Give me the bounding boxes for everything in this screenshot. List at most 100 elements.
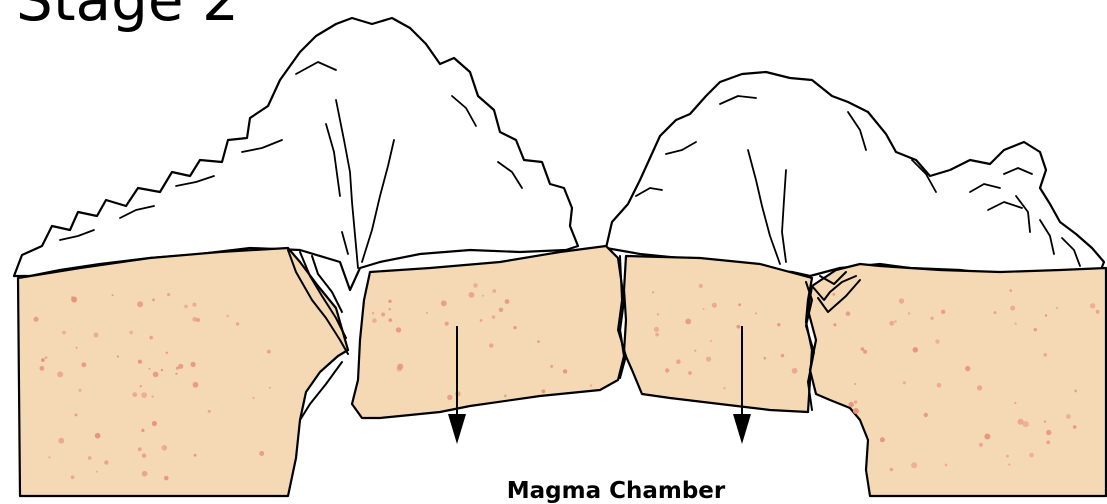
rock-speckle — [142, 454, 146, 458]
rock-speckle — [590, 384, 593, 387]
rock-speckle — [167, 293, 170, 296]
rock-speckle — [654, 327, 659, 332]
rock-speckle — [1015, 323, 1017, 325]
rock-speckle — [1014, 402, 1016, 404]
rock-speckle — [71, 296, 73, 298]
rock-speckle — [657, 313, 659, 315]
rock-speckle — [945, 464, 948, 467]
rock-speckle — [652, 291, 654, 293]
rock-speckle — [755, 312, 757, 314]
rock-speckle — [832, 293, 835, 296]
rock-speckle — [505, 299, 510, 304]
rock-speckle — [688, 371, 692, 375]
rock-speckle — [863, 350, 867, 354]
rock-speckle — [941, 310, 945, 314]
rock-speckle — [899, 298, 904, 303]
rock-speckle — [1046, 430, 1051, 435]
rock-speckle — [849, 402, 854, 407]
rock-speckle — [48, 456, 50, 458]
rock-speckle — [71, 475, 75, 479]
rock-speckle — [62, 331, 66, 335]
rock-speckle — [149, 336, 153, 340]
rock-speckle — [267, 350, 271, 354]
rock-speckle — [1090, 303, 1095, 308]
rock-speckle — [994, 311, 997, 314]
rock-speckle — [854, 400, 857, 403]
rock-speckle — [764, 357, 767, 360]
rock-speckle — [924, 413, 928, 417]
rock-speckle — [153, 372, 159, 378]
rock-speckle — [977, 385, 982, 390]
rock-speckle — [861, 347, 865, 351]
rock-speckle — [513, 326, 516, 329]
rock-speckle — [58, 438, 64, 444]
rock-speckle — [550, 365, 553, 368]
rock-speckle — [846, 311, 851, 316]
rock-speckle — [226, 315, 229, 318]
rock-speckle — [694, 350, 696, 352]
rock-speckle — [96, 471, 98, 473]
rock-speckle — [1043, 353, 1047, 357]
rock-speckle — [129, 331, 133, 335]
crust-block-center-right — [624, 256, 812, 412]
rock-speckle — [712, 303, 717, 308]
stage-title: Stage 2 — [16, 0, 239, 34]
rock-speckle — [1056, 307, 1058, 309]
rock-speckle — [710, 340, 712, 342]
rock-speckle — [372, 312, 374, 314]
rock-speckle — [151, 395, 153, 397]
rock-speckle — [372, 318, 377, 323]
rock-speckle — [911, 462, 917, 468]
rock-speckle — [854, 383, 856, 385]
eruption-cloud-left — [14, 18, 578, 290]
rock-speckle — [152, 298, 155, 301]
rock-speckle — [781, 354, 784, 357]
rock-speckle — [1066, 414, 1071, 419]
rock-speckle — [76, 347, 78, 349]
rock-speckle — [1096, 310, 1100, 314]
rock-speckle — [537, 340, 540, 343]
rock-speckle — [480, 319, 483, 322]
rock-speckle — [381, 313, 385, 317]
rock-speckle — [665, 368, 669, 372]
rock-speckle — [706, 357, 711, 362]
rock-speckle — [192, 317, 197, 322]
rock-speckle — [676, 359, 681, 364]
rock-speckle — [137, 301, 143, 307]
rock-speckle — [138, 447, 142, 451]
rock-speckle — [504, 394, 507, 397]
rock-speckle — [889, 321, 894, 326]
rock-speckle — [655, 333, 659, 337]
eruption-cloud-right — [606, 72, 1104, 276]
rock-speckle — [117, 355, 119, 357]
rock-speckle — [178, 364, 183, 369]
crust-block-center-left — [352, 246, 624, 418]
rock-speckle — [482, 295, 484, 297]
rock-speckle — [88, 456, 92, 460]
rock-speckle — [880, 437, 885, 442]
rock-speckle — [40, 366, 45, 371]
rock-speckle — [1010, 306, 1015, 311]
rock-speckle — [81, 362, 86, 367]
rock-speckle — [1034, 328, 1037, 331]
rock-speckle — [699, 284, 703, 288]
rock-speckle — [492, 315, 495, 318]
rock-speckle — [41, 358, 45, 362]
rock-speckle — [166, 352, 168, 354]
rock-speckle — [388, 318, 392, 322]
rock-speckle — [833, 323, 836, 326]
rock-speckle — [138, 360, 142, 364]
rock-speckle — [441, 300, 447, 306]
rock-speckle — [979, 443, 983, 447]
rock-speckle — [563, 369, 567, 373]
rock-speckle — [853, 408, 859, 414]
rock-speckle — [1006, 455, 1009, 458]
rock-speckle — [75, 414, 78, 417]
rock-speckle — [112, 294, 114, 296]
rock-speckle — [469, 292, 475, 298]
rock-speckle — [149, 368, 151, 370]
magma-chamber-label: Magma Chamber — [507, 478, 726, 504]
rock-speckle — [175, 373, 177, 375]
rock-speckle — [685, 319, 691, 325]
rock-speckle — [894, 320, 896, 322]
